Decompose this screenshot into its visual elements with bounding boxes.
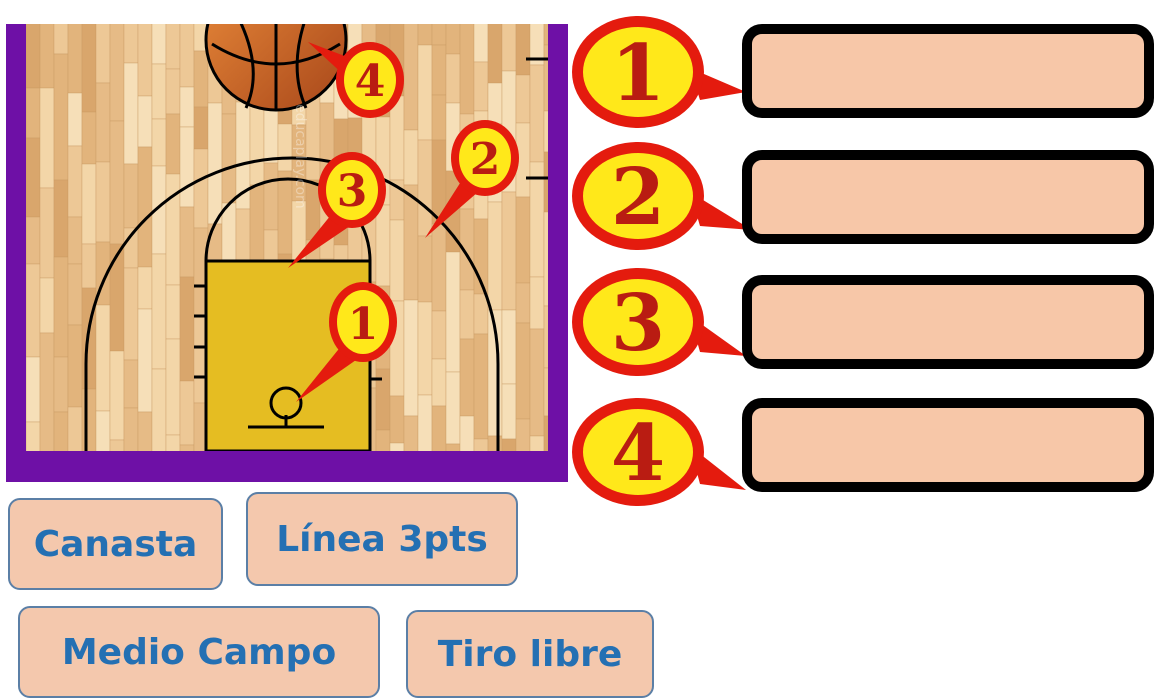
basket-rim [269,386,303,420]
word-card-canasta[interactable]: Canasta [8,498,223,590]
basketball-icon [204,24,348,112]
watermark: educaplay.com [292,104,308,209]
three-point-line [84,156,500,451]
answer-slot-2[interactable] [742,150,1154,244]
svg-text:4: 4 [355,56,386,107]
answer-slot-1[interactable] [742,24,1154,118]
basketball-court-diagram: educaplay.com [6,24,568,482]
svg-text:4: 4 [611,408,665,499]
answer-slot-3[interactable] [742,275,1154,369]
word-card-linea-3pts[interactable]: Línea 3pts [246,492,518,586]
marker-1: 1 [296,282,397,402]
word-card-medio-campo[interactable]: Medio Campo [18,606,380,698]
svg-text:2: 2 [470,134,501,185]
list-number-2: 2 [572,142,752,250]
list-number-4: 4 [572,398,746,506]
word-card-tiro-libre[interactable]: Tiro libre [406,610,654,698]
marker-4: 4 [308,42,404,118]
marker-3: 3 [288,152,386,268]
list-number-3: 3 [572,268,746,376]
svg-text:3: 3 [611,278,665,369]
list-number-1: 1 [572,16,746,128]
marker-2: 2 [425,120,519,238]
svg-text:1: 1 [348,299,379,350]
svg-text:1: 1 [611,28,665,119]
svg-text:3: 3 [337,166,368,217]
svg-text:2: 2 [611,152,665,243]
answer-slot-4[interactable] [742,398,1154,492]
